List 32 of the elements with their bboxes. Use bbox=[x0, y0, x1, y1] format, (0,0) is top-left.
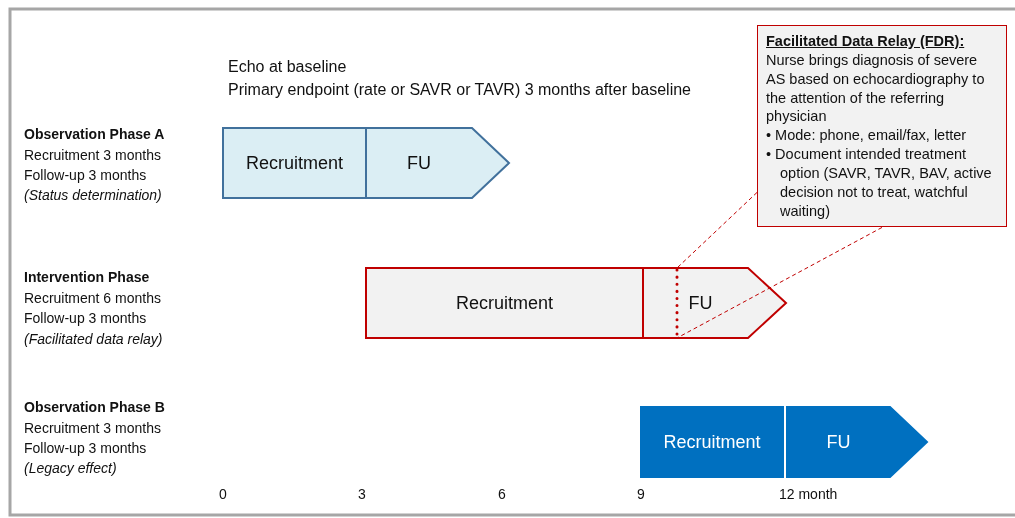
axis-tick-label: 6 bbox=[498, 486, 506, 502]
phase-description: Follow-up 3 months bbox=[24, 167, 147, 183]
phase-description: (Facilitated data relay) bbox=[24, 331, 163, 347]
phase-heading: Intervention Phase bbox=[24, 269, 150, 285]
note-text: Nurse brings diagnosis of severe AS based on echocardiography to the attention of the referring physician bbox=[766, 50, 986, 127]
phase-description: Follow-up 3 months bbox=[24, 310, 147, 326]
axis-tick-label: 0 bbox=[219, 486, 227, 502]
phase-label: Recruitment bbox=[663, 431, 761, 453]
note-heading: Facilitated Data Relay (FDR): bbox=[766, 32, 966, 51]
axis-tick-label: 9 bbox=[637, 486, 645, 502]
phase-heading: Observation Phase A bbox=[24, 126, 165, 142]
phase-label: Recruitment bbox=[246, 152, 343, 174]
phase-description: (Status determination) bbox=[24, 187, 162, 203]
axis-tick-label: 12 month bbox=[779, 486, 838, 502]
phase-label: FU bbox=[826, 431, 851, 453]
leader-line bbox=[676, 226, 883, 339]
leader-line bbox=[676, 191, 758, 269]
phase-label: FU bbox=[688, 292, 713, 314]
phase-heading: Observation Phase B bbox=[24, 399, 165, 415]
phase-description: Recruitment 6 months bbox=[24, 290, 161, 306]
phase-label: FU bbox=[407, 152, 431, 174]
note-text: Primary endpoint (rate or SAVR or TAVR) 3 months after baseline bbox=[228, 81, 691, 99]
bullet-item: • Document intended treatment option (SAVR, TAVR, BAV, active decision not to treat, watchful waiting) bbox=[766, 145, 993, 221]
axis-tick-label: 3 bbox=[358, 486, 366, 502]
phase-description: Recruitment 3 months bbox=[24, 420, 161, 436]
phase-description: Recruitment 3 months bbox=[24, 147, 161, 163]
phase-description: Follow-up 3 months bbox=[24, 440, 147, 456]
bullet-item: • Mode: phone, email/fax, letter bbox=[766, 126, 968, 146]
note-text: Echo at baseline bbox=[228, 58, 347, 76]
note-box bbox=[757, 25, 1007, 228]
phase-description: (Legacy effect) bbox=[24, 460, 117, 476]
phase-label: Recruitment bbox=[456, 292, 553, 314]
